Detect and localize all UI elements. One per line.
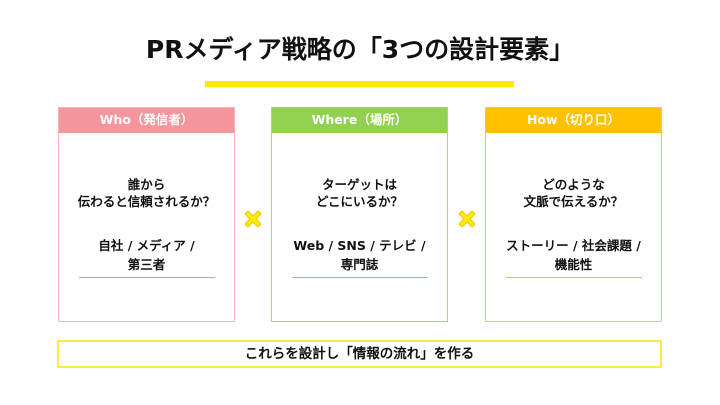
- question-line: 文脈で伝えるか？: [523, 194, 624, 209]
- card-answer: 自社 / メディア / 第三者: [59, 236, 234, 274]
- answer-underline: [292, 277, 428, 278]
- summary-box: これらを設計し「情報の流れ」を作る: [57, 340, 662, 368]
- answer-underline: [79, 277, 215, 278]
- card-how: How（切り口） どのような文脈で伝えるか？ ストーリー / 社会課題 / 機能性: [485, 107, 662, 322]
- card-question: ターゲットはどこにいるか？: [272, 176, 447, 210]
- answer-line: 機能性: [554, 257, 593, 272]
- title-underline: [205, 81, 514, 87]
- answer-line: 自社 / メディア /: [98, 238, 195, 253]
- answer-line: 専門誌: [340, 257, 379, 272]
- card-where: Where（場所） ターゲットはどこにいるか？ Web / SNS / テレビ …: [271, 107, 448, 322]
- card-header: Where（場所）: [272, 108, 447, 133]
- question-line: 伝わると信頼されるか？: [77, 194, 216, 209]
- card-header: Who（発信者）: [59, 108, 234, 133]
- question-line: 誰から: [127, 177, 166, 192]
- multiply-icon: [458, 210, 476, 228]
- question-line: どのような: [542, 177, 605, 192]
- answer-line: Web / SNS / テレビ /: [293, 238, 426, 253]
- question-line: どこにいるか？: [315, 194, 404, 209]
- card-who: Who（発信者） 誰から伝わると信頼されるか？ 自社 / メディア / 第三者: [58, 107, 235, 322]
- card-question: 誰から伝わると信頼されるか？: [59, 176, 234, 210]
- answer-line: 第三者: [127, 257, 166, 272]
- question-line: ターゲットは: [321, 177, 397, 192]
- multiply-icon: [244, 210, 262, 228]
- card-answer: ストーリー / 社会課題 / 機能性: [486, 236, 661, 274]
- card-header: How（切り口）: [486, 108, 661, 133]
- card-question: どのような文脈で伝えるか？: [486, 176, 661, 210]
- answer-underline: [506, 277, 642, 278]
- answer-line: ストーリー / 社会課題 /: [506, 238, 641, 253]
- page-title: PRメディア戦略の「3つの設計要素」: [145, 35, 575, 64]
- card-answer: Web / SNS / テレビ / 専門誌: [272, 236, 447, 274]
